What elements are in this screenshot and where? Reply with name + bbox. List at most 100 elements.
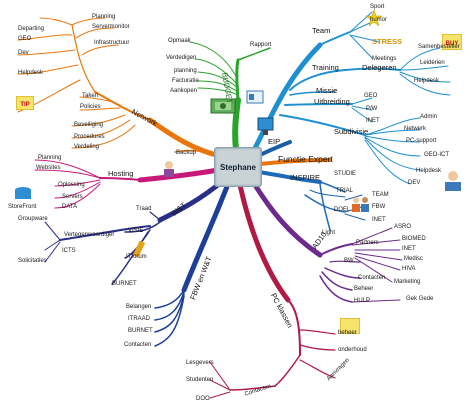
central-node[interactable]: Stephane xyxy=(214,147,262,187)
pc-item[interactable]: beheer xyxy=(338,330,357,336)
inspire-item[interactable]: STUDIE xyxy=(334,171,357,177)
star-icon xyxy=(366,10,382,26)
pc-item[interactable]: onderhoud xyxy=(338,347,367,353)
network-item[interactable]: Helpdesk xyxy=(18,70,44,76)
network-item[interactable]: Verdeling xyxy=(74,144,100,150)
buy-badge-label: BUY xyxy=(446,41,459,47)
budget-item[interactable]: planning xyxy=(174,68,197,74)
pc-item[interactable]: DOO xyxy=(196,396,210,402)
functie-branch-label[interactable]: Functie Expert xyxy=(278,154,333,164)
ad10-item[interactable]: Contacten xyxy=(358,275,386,281)
team-item[interactable]: GEO xyxy=(364,93,378,99)
network-item[interactable]: Procedures xyxy=(74,134,105,140)
team-item[interactable]: Leiderien xyxy=(420,60,445,66)
team-item[interactable]: Uitbreiding xyxy=(314,97,350,106)
branch-team xyxy=(251,42,323,153)
team-item[interactable]: Admin xyxy=(420,114,438,120)
tip-badge-2-icon xyxy=(340,318,360,334)
wat-item[interactable]: Vertegenwoordiger xyxy=(64,232,115,238)
branch-pc xyxy=(237,182,291,303)
ad10-item[interactable]: Beheer xyxy=(354,286,374,292)
hosting-item[interactable]: Planning xyxy=(38,155,62,161)
network-item[interactable]: Backup xyxy=(176,150,197,156)
pc-item[interactable]: Studenten xyxy=(186,377,214,383)
money-icon xyxy=(210,98,236,114)
team-item[interactable]: Samenbesteller xyxy=(418,44,460,50)
team-item[interactable]: GEO-ICT xyxy=(424,152,449,158)
budget-item[interactable]: Verdedigen xyxy=(166,55,197,61)
team-item[interactable]: Missie xyxy=(316,86,338,95)
eip-branch-label[interactable]: EIP xyxy=(268,137,281,146)
inspire-item[interactable]: Light xyxy=(322,230,336,236)
pc-item[interactable]: Lesgevers xyxy=(186,360,214,366)
team-item[interactable]: INET xyxy=(366,118,380,124)
team-item[interactable]: P/W xyxy=(366,106,378,112)
ad10-item[interactable]: BIOMED xyxy=(402,236,426,242)
ad10-item[interactable]: BW xyxy=(344,258,354,264)
inspire-item[interactable]: DOEL xyxy=(334,207,351,213)
network-item[interactable]: Beveiliging xyxy=(74,122,104,128)
inspire-item[interactable]: TRIAL xyxy=(336,188,354,194)
inspire-item[interactable]: INET xyxy=(372,217,386,223)
network-item[interactable]: Planning xyxy=(92,14,116,20)
team-item[interactable]: Meetings xyxy=(372,56,397,62)
wat-item[interactable]: ITforum xyxy=(126,254,147,260)
fbw-item[interactable]: BURNET xyxy=(128,328,153,334)
people-icon xyxy=(352,197,369,212)
fbw-item[interactable]: ITRAAD xyxy=(128,316,151,322)
hosting-item[interactable]: DATA xyxy=(62,204,78,210)
ad10-item[interactable]: Medisc xyxy=(404,256,424,262)
inspire-branch-label[interactable]: INSPIRE xyxy=(290,173,321,182)
team-item[interactable]: humor xyxy=(370,17,388,23)
ad10-item[interactable]: Partners xyxy=(356,240,379,246)
budget-item[interactable]: Opmaak xyxy=(168,38,191,44)
team-item[interactable]: Delegeren xyxy=(362,63,397,72)
team-item[interactable]: PC-support xyxy=(406,138,437,144)
branch-functie xyxy=(258,158,332,166)
ad10-item[interactable]: Gek Gede xyxy=(406,296,434,302)
team-item[interactable]: Training xyxy=(312,63,339,72)
team-branch-label[interactable]: Team xyxy=(312,26,331,35)
rapport-item[interactable]: Rapport xyxy=(250,42,272,48)
network-item[interactable]: Infrastructuur xyxy=(94,40,130,46)
tip-badge-icon: TIP xyxy=(16,96,34,110)
wat-item[interactable]: Solicitaties xyxy=(18,258,47,264)
hosting-branch-label[interactable]: Hosting xyxy=(108,169,134,178)
team-item[interactable]: Sport xyxy=(370,4,385,10)
hosting-item[interactable]: StoreFront xyxy=(8,204,37,210)
hosting-item[interactable]: Websites xyxy=(36,165,61,171)
team-item[interactable]: Helpdesk xyxy=(414,78,440,84)
team-item[interactable]: Netwerk xyxy=(404,126,427,132)
ad10-item[interactable]: HIVA xyxy=(402,266,416,272)
branch-inspire xyxy=(256,170,322,184)
fbw-item[interactable]: Belangen xyxy=(126,304,152,310)
hosting-item[interactable]: Servers xyxy=(62,194,83,200)
ad10-item[interactable]: INET xyxy=(402,246,416,252)
team-item[interactable]: DEV xyxy=(408,180,421,186)
wat-item[interactable]: VISIE xyxy=(128,228,144,234)
ad10-item[interactable]: ASRO xyxy=(394,224,412,230)
network-item[interactable]: Taken xyxy=(82,93,99,99)
hosting-item[interactable]: Oplossing xyxy=(58,182,85,188)
team-item[interactable]: Subdivisie xyxy=(334,127,369,136)
network-item[interactable]: Departing xyxy=(18,26,45,32)
wat-item[interactable]: Traad xyxy=(136,206,152,212)
ad10-item[interactable]: Marketing xyxy=(394,279,421,285)
ad10-item[interactable]: HULP xyxy=(354,298,371,304)
network-item[interactable]: Dev xyxy=(18,50,29,56)
wat-item[interactable]: ICTS xyxy=(62,248,76,254)
network-item[interactable]: Servermonitor xyxy=(92,24,130,30)
inspire-item[interactable]: TEAM xyxy=(372,192,389,198)
budget-item[interactable]: Aankopen xyxy=(170,88,198,94)
team-item[interactable]: Helpdesk xyxy=(416,168,442,174)
central-node-label: Stephane xyxy=(219,162,256,172)
fbw-item[interactable]: Contacten xyxy=(124,342,152,348)
network-item[interactable]: GEO xyxy=(18,36,32,42)
inspire-item[interactable]: FBW xyxy=(372,204,386,210)
team-item-stress[interactable]: STRESS xyxy=(372,37,403,46)
network-item[interactable]: Policies xyxy=(80,104,101,110)
wat-item[interactable]: BURNET xyxy=(112,281,137,287)
budget-item[interactable]: Facturatie xyxy=(172,78,199,84)
wat-item[interactable]: Groupware xyxy=(18,216,48,222)
